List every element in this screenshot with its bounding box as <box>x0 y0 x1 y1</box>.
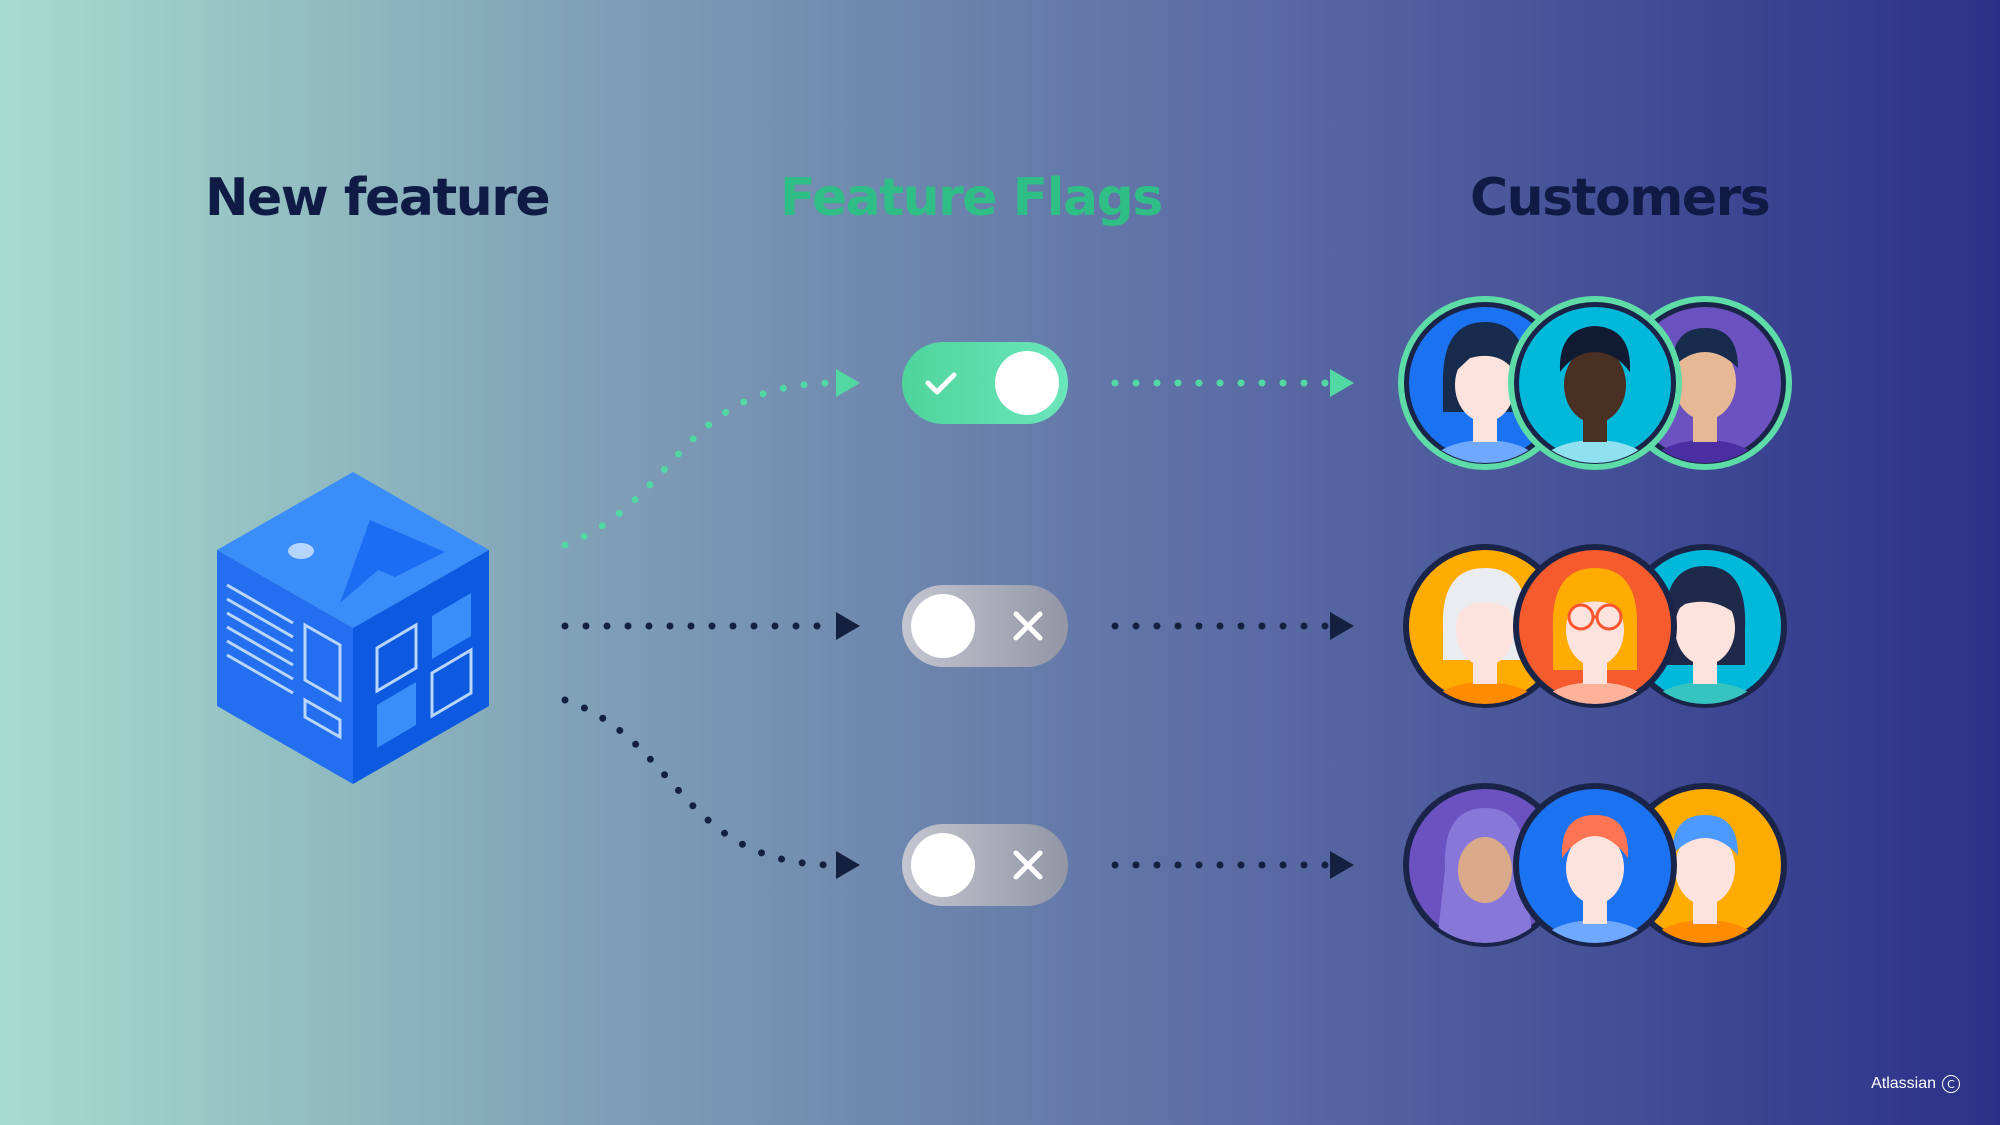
customer-group-disabled-2 <box>1403 783 1787 947</box>
feature-cube-icon <box>217 472 489 784</box>
toggle-knob <box>995 351 1059 415</box>
enabled-arrow-left <box>836 369 860 397</box>
feature-flag-toggle-on[interactable] <box>902 342 1068 424</box>
disabled-arrow-right-1 <box>1330 612 1354 640</box>
new-feature-heading: New feature <box>205 168 551 228</box>
footer-brand: Atlassian C <box>1871 1075 1960 1093</box>
customer-avatar <box>1513 783 1677 947</box>
x-icon <box>1013 611 1043 641</box>
disabled-connector-left-2 <box>561 696 839 869</box>
disabled-arrow-left-2 <box>836 851 860 879</box>
customer-avatar <box>1513 544 1677 708</box>
disabled-arrow-left-1 <box>836 612 860 640</box>
feature-flag-toggle-off-2[interactable] <box>902 824 1068 906</box>
copyright-icon: C <box>1942 1075 1960 1093</box>
toggle-knob <box>911 594 975 658</box>
customer-group-enabled <box>1398 296 1792 470</box>
x-icon <box>1013 850 1043 880</box>
toggle-knob <box>911 833 975 897</box>
feature-flags-heading: Feature Flags <box>780 168 1163 228</box>
customer-group-disabled-1 <box>1403 544 1787 708</box>
disabled-arrow-right-2 <box>1330 851 1354 879</box>
customers-heading: Customers <box>1470 168 1771 228</box>
brand-name: Atlassian <box>1871 1075 1936 1092</box>
feature-flag-toggle-off-1[interactable] <box>902 585 1068 667</box>
customer-avatar <box>1508 296 1682 470</box>
check-icon <box>925 372 957 395</box>
enabled-arrow-right <box>1330 369 1354 397</box>
enabled-connector-left <box>561 379 839 549</box>
